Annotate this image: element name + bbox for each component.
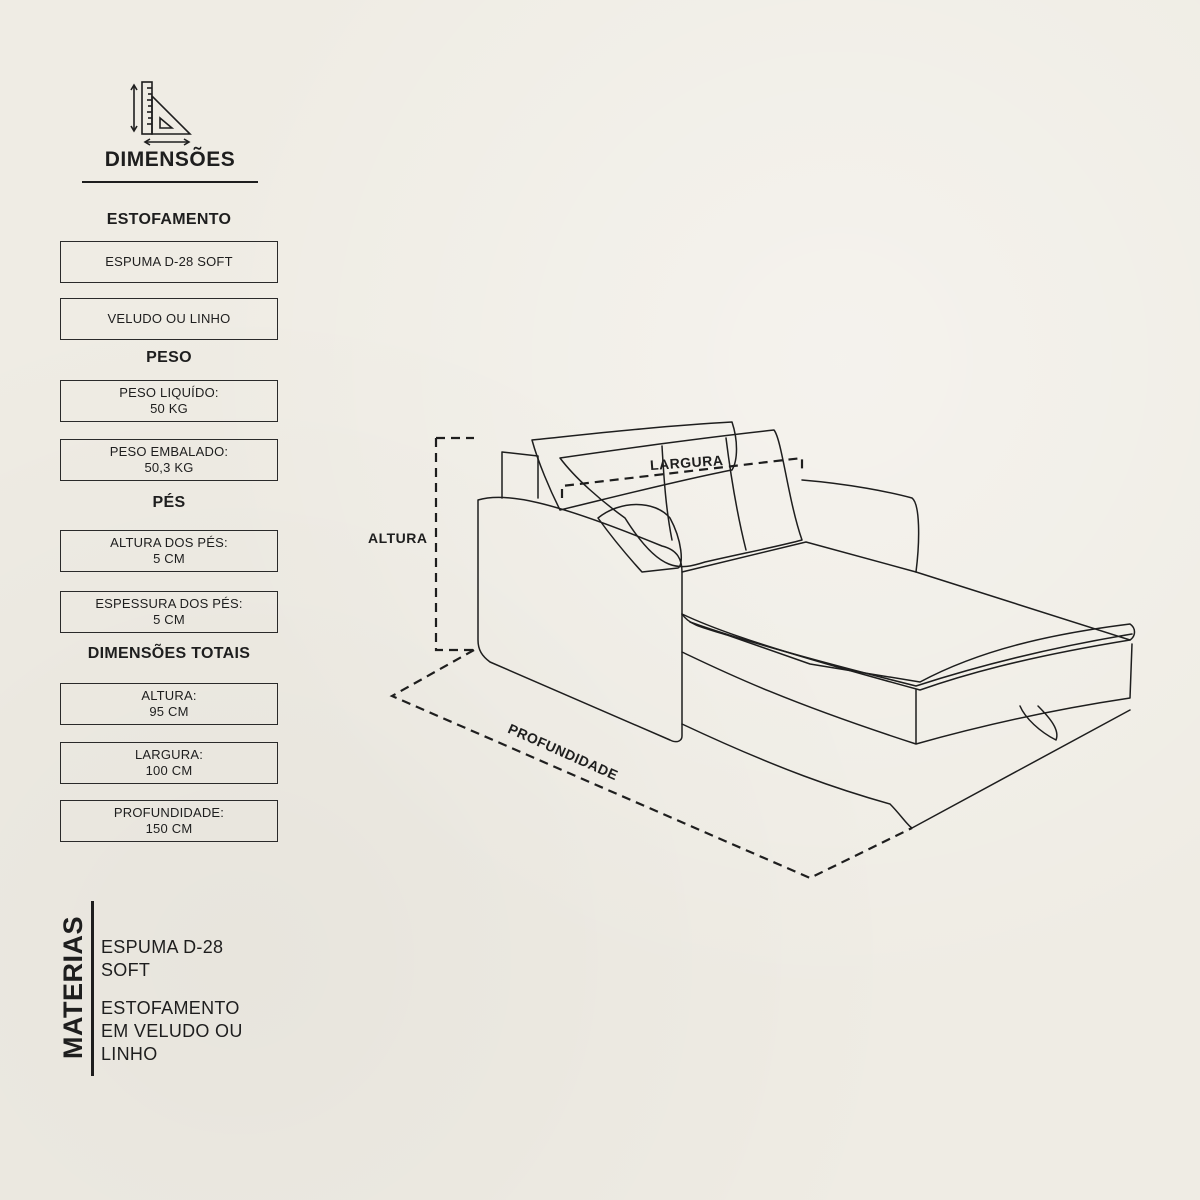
right-arm — [801, 479, 920, 573]
spec-box-feet-height: ALTURA DOS PÉS: 5 CM — [60, 530, 278, 572]
chaise-base — [681, 643, 1133, 745]
spec-label: PESO EMBALADO: — [109, 444, 229, 459]
materials-heading: MATERIAS — [57, 910, 89, 1065]
seat-welt — [689, 621, 1133, 687]
spec-label: PROFUNDIDADE: — [113, 805, 225, 820]
spec-label: LARGURA: — [134, 747, 204, 762]
section-heading-peso: PESO — [146, 349, 192, 366]
seat-front-edge — [681, 613, 1131, 691]
seat-top — [681, 541, 1136, 683]
depth-label: PROFUNDIDADE — [506, 720, 621, 783]
spec-value: ESPUMA D-28 SOFT — [105, 254, 233, 269]
spec-value: 5 CM — [153, 612, 185, 627]
spec-label: PESO LIQUÍDO: — [119, 385, 219, 400]
spec-box-fabric: VELUDO OU LINHO — [60, 298, 278, 340]
sofa-plinth — [681, 709, 1131, 829]
storage-handle — [1019, 705, 1058, 741]
left-arm-panel — [477, 496, 683, 743]
title-underline — [82, 181, 258, 183]
bolster-cushion — [597, 503, 683, 573]
section-heading-totais: DIMENSÕES TOTAIS — [87, 645, 251, 662]
sofa-backrest — [501, 451, 539, 499]
spec-value: 100 CM — [145, 763, 193, 778]
spec-box-width: LARGURA: 100 CM — [60, 742, 278, 784]
spec-box-feet-thickness: ESPESSURA DOS PÉS: 5 CM — [60, 591, 278, 633]
width-dimension-line — [560, 456, 804, 498]
spec-box-foam: ESPUMA D-28 SOFT — [60, 241, 278, 283]
page-title: DIMENSÕES — [104, 148, 236, 171]
materials-heading-text: MATERIAS — [57, 916, 88, 1059]
width-label: LARGURA — [649, 452, 723, 473]
spec-box-packed-weight: PESO EMBALADO: 50,3 KG — [60, 439, 278, 481]
spec-value: 5 CM — [153, 551, 185, 566]
material-item-foam: ESPUMA D-28 SOFT — [101, 937, 224, 980]
height-dimension-line — [434, 436, 474, 652]
spec-label: ESPESSURA DOS PÉS: — [95, 596, 243, 611]
back-cushion — [531, 421, 738, 511]
depth-dimension-line — [389, 649, 913, 880]
spec-box-net-weight: PESO LIQUÍDO: 50 KG — [60, 380, 278, 422]
material-item-fabric: ESTOFAMENTO EM VELUDO OU LINHO — [101, 998, 243, 1064]
height-label: ALTURA — [368, 530, 428, 546]
spec-value: 50,3 KG — [144, 460, 194, 475]
spec-value: 95 CM — [149, 704, 189, 719]
spec-label: ALTURA: — [141, 688, 197, 703]
chaise-sofa-drawing: ALTURA LARGURA PROFUNDIDADE — [368, 421, 1136, 880]
spec-value: VELUDO OU LINHO — [107, 311, 231, 326]
spec-value: 50 KG — [150, 401, 188, 416]
spec-box-height: ALTURA: 95 CM — [60, 683, 278, 725]
spec-box-depth: PROFUNDIDADE: 150 CM — [60, 800, 278, 842]
section-heading-pes: PÉS — [152, 494, 186, 511]
ruler-triangle-icon — [130, 81, 192, 146]
accent-pillow — [559, 429, 803, 568]
spec-value: 150 CM — [145, 821, 193, 836]
spec-label: ALTURA DOS PÉS: — [110, 535, 228, 550]
section-heading-estofamento: ESTOFAMENTO — [106, 211, 232, 228]
materials-divider — [91, 901, 94, 1076]
